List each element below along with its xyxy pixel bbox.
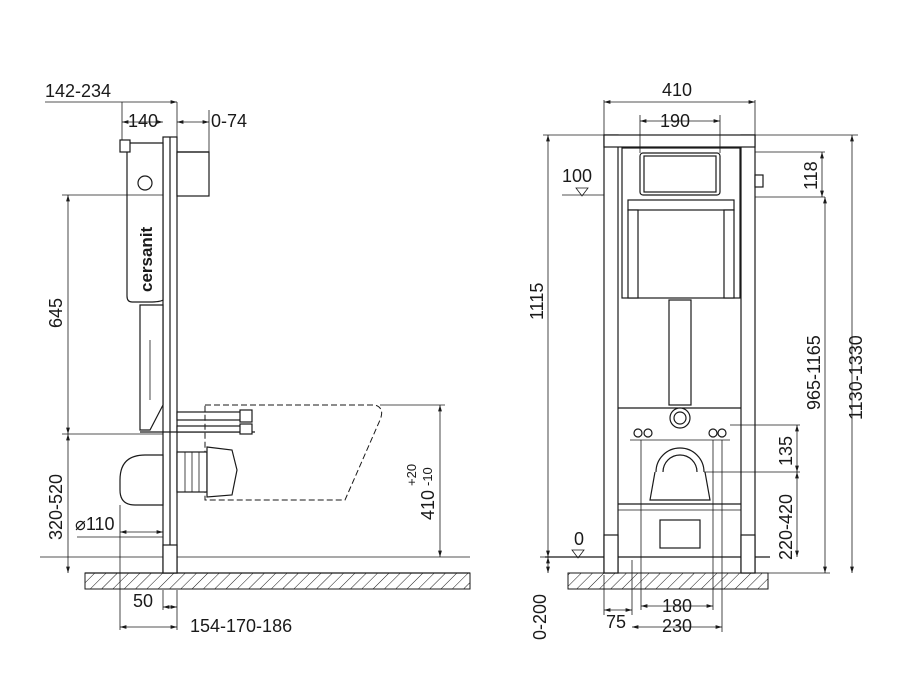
- dim-height-1130-1330: 1130-1330: [846, 335, 866, 420]
- dim-height-320-520: 320-520: [46, 474, 66, 540]
- dim-depth: 140: [128, 111, 158, 131]
- dim-inner-width: 190: [660, 111, 690, 131]
- side-down-pipe: [139, 304, 164, 431]
- side-drain-elbow: [119, 454, 164, 506]
- side-wc-bowl-outline: [204, 404, 383, 501]
- front-floor: [567, 572, 769, 590]
- dim-height-645: 645: [46, 298, 66, 328]
- side-floor: [84, 572, 471, 590]
- dim-level-118: 118: [801, 161, 821, 190]
- dim-zero-level: 0: [574, 529, 584, 549]
- dim-level-100: 100: [562, 166, 592, 186]
- dim-135: 135: [776, 436, 796, 466]
- dim-bowl-height: 410: [418, 490, 438, 520]
- dim-span-180: 180: [662, 596, 692, 616]
- dim-foot-75: 75: [606, 612, 626, 632]
- dim-depth-range: 142-234: [45, 81, 111, 101]
- side-view: cersanit 142-234 140 0-74: [40, 81, 471, 636]
- dim-pipe-diameter: ⌀110: [75, 514, 115, 534]
- dim-220-420: 220-420: [776, 494, 796, 560]
- dim-bottom-50: 50: [133, 591, 153, 611]
- front-down-pipe: [668, 299, 692, 406]
- brand-label: cersanit: [137, 226, 156, 292]
- side-cistern: [126, 142, 164, 303]
- side-flush-button-icon: [137, 175, 153, 191]
- dim-span-230: 230: [662, 616, 692, 636]
- dim-height-1115: 1115: [527, 283, 547, 320]
- dim-bottom-range: 154-170-186: [190, 616, 292, 636]
- front-frame-top-bar: [603, 134, 756, 148]
- dim-bowl-height-lower: -10: [420, 467, 435, 486]
- dim-width: 410: [662, 80, 692, 100]
- front-view: 410 190 100 118 1115 965-1165 1130-1330 …: [527, 80, 866, 640]
- front-frame-right-post: [740, 134, 756, 574]
- dim-height-965-1165: 965-1165: [804, 335, 824, 410]
- dim-bowl-height-upper: +20: [404, 464, 419, 486]
- front-frame-left-post: [603, 134, 619, 574]
- dim-foot-0-200: 0-200: [530, 594, 550, 640]
- dim-offset: 0-74: [211, 111, 247, 131]
